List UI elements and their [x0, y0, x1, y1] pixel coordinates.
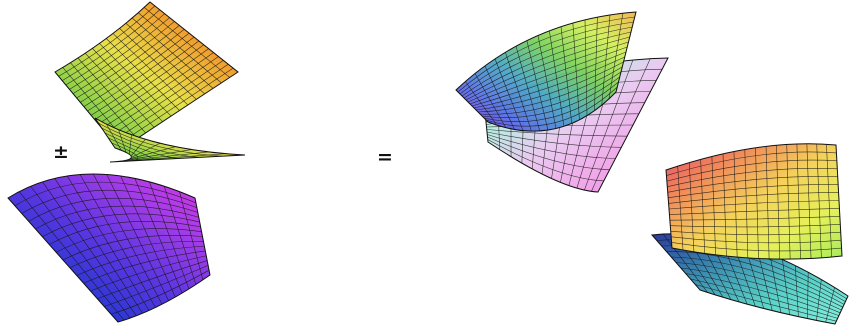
surface-1-face [94, 117, 246, 163]
surface-diff-front [665, 143, 843, 260]
plus-minus-operator: ± [53, 141, 69, 163]
surface-2-face [7, 173, 211, 323]
surface-sum-upper-mesh [457, 13, 635, 132]
surface-1-mesh [58, 5, 234, 146]
surface-sum-upper [455, 11, 637, 132]
surface-2-mesh [14, 173, 210, 321]
surface-1-mesh [98, 122, 227, 162]
surface-1 [54, 1, 246, 163]
surface-diff-front-mesh [666, 143, 842, 260]
surface-1-face [54, 1, 239, 151]
equals-operator: = [377, 146, 393, 168]
surface-2 [7, 173, 211, 323]
